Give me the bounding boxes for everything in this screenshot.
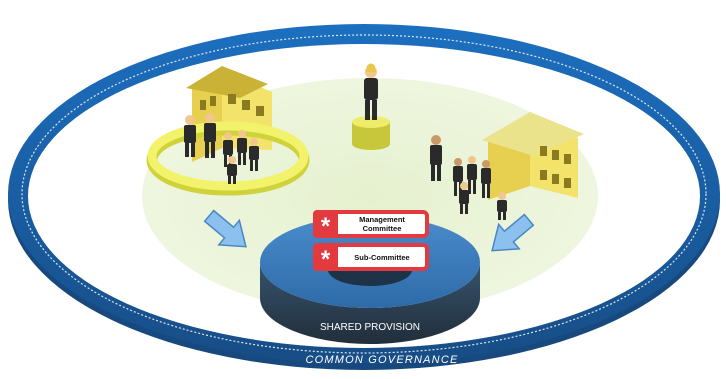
person-icon — [497, 192, 507, 220]
badge-title: Sub-Committee — [354, 253, 409, 262]
people-group-icon — [430, 135, 507, 220]
asterisk-icon: * — [321, 213, 331, 240]
badge-sub-committee: * Sub-Committee — [313, 243, 429, 273]
badge-title-line1: Management — [359, 215, 405, 224]
central-leader — [352, 63, 390, 150]
person-icon — [481, 160, 491, 198]
badge-title-line2: Committee — [363, 224, 402, 233]
person-icon — [249, 138, 259, 171]
hub-label: SHARED PROVISION — [320, 322, 420, 333]
person-icon — [227, 156, 237, 184]
school-building-icon — [482, 112, 584, 200]
arrow-right — [491, 213, 535, 252]
person-icon — [223, 132, 233, 167]
arrow-left — [203, 209, 247, 248]
pedestal — [352, 116, 390, 150]
people-group-icon — [184, 113, 259, 184]
badge-management-committee: * Management Committee — [313, 210, 429, 240]
ring-label: COMMON GOVERNANCE — [305, 354, 458, 366]
person-icon — [459, 182, 469, 214]
person-icon — [430, 135, 442, 181]
asterisk-icon: * — [321, 246, 331, 273]
person-icon — [364, 63, 378, 120]
person-icon — [184, 115, 196, 157]
arrow-icon — [491, 213, 535, 252]
school-left — [146, 66, 310, 196]
person-icon — [467, 156, 477, 194]
school-right — [430, 112, 584, 220]
person-icon — [237, 130, 247, 165]
arrow-icon — [203, 209, 247, 248]
person-icon — [204, 113, 216, 158]
person-icon — [453, 158, 463, 196]
